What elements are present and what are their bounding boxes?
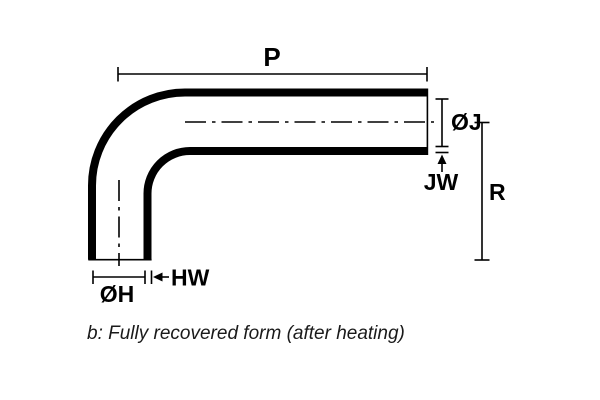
label-jw: JW bbox=[424, 169, 459, 195]
label-hw: HW bbox=[171, 265, 210, 291]
dimension-oh: ØH bbox=[92, 270, 146, 307]
dimension-hw: HW bbox=[150, 265, 210, 291]
caption: b: Fully recovered form (after heating) bbox=[87, 323, 405, 344]
tube-inner-wall bbox=[143, 147, 427, 260]
jw-arrow-up-icon bbox=[437, 154, 447, 164]
dimension-r: R bbox=[474, 121, 506, 261]
dimension-jw: JW bbox=[424, 151, 459, 195]
tube-shape bbox=[88, 88, 429, 261]
label-r: R bbox=[489, 179, 506, 205]
hw-arrow-left-icon bbox=[153, 272, 163, 282]
label-p: P bbox=[263, 42, 280, 72]
dimension-p: P bbox=[117, 42, 428, 82]
label-oh: ØH bbox=[100, 281, 135, 307]
tube-outer-wall bbox=[88, 88, 427, 260]
centerlines bbox=[118, 121, 434, 266]
